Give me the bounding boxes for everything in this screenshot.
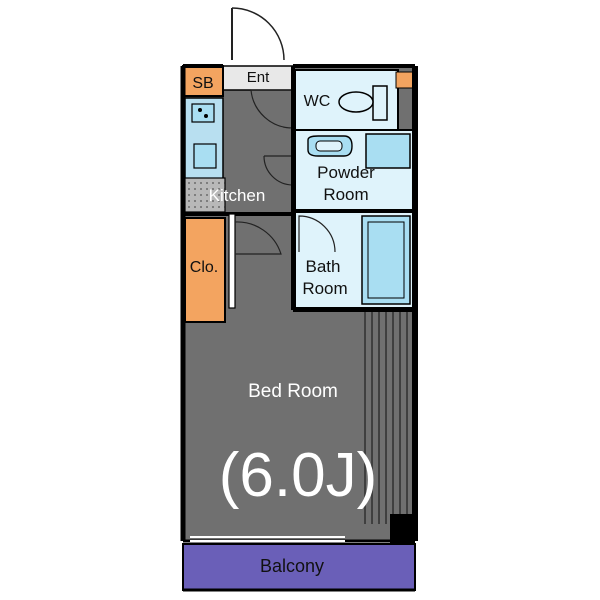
shoe-box [182, 65, 224, 97]
entrance-door [231, 7, 285, 61]
label-kitchen: Kitchen [209, 186, 266, 205]
label-powder-room-1: Powder [317, 163, 375, 182]
bath-room [294, 211, 414, 309]
label-bath-room-2: Room [302, 279, 347, 298]
label-balcony: Balcony [260, 556, 324, 576]
balcony [182, 543, 416, 591]
label-powder-room-2: Room [323, 185, 368, 204]
label-bath-room-1: Bath [306, 257, 341, 276]
label-sb: SB [192, 75, 213, 92]
powder-room [294, 129, 414, 211]
wc-room [294, 69, 415, 131]
kitchen-partition [183, 212, 293, 309]
label-bed-room-size: (6.0J) [219, 441, 377, 510]
label-wc: WC [304, 93, 331, 110]
closet [184, 217, 226, 323]
label-bed-room: Bed Room [248, 381, 338, 402]
wc-door-swing [250, 89, 294, 129]
balcony-window [190, 536, 345, 542]
window-hatch [363, 312, 413, 524]
label-closet: Clo. [190, 259, 218, 276]
powder-door-swing [263, 155, 294, 186]
entrance-area [222, 65, 294, 91]
label-entrance: Ent [247, 69, 270, 86]
kitchen-counter [184, 97, 226, 213]
